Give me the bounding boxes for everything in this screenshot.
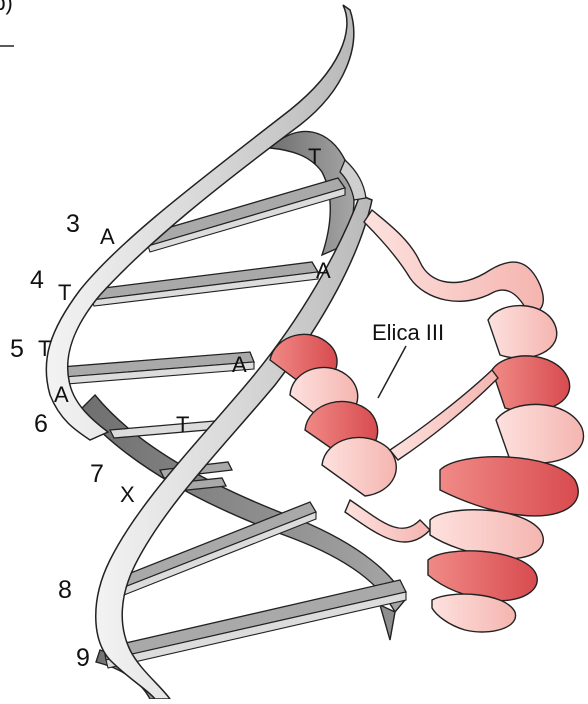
base-front-4: T: [58, 280, 71, 305]
base-front-6: A: [54, 382, 69, 407]
position-8: 8: [58, 576, 72, 604]
protein-loop-top: [364, 210, 543, 313]
back-strand-right-tail: [380, 605, 395, 640]
helix-right-coil-3: [496, 404, 583, 463]
position-7: 7: [90, 460, 104, 488]
base-pair-9: [104, 580, 406, 660]
helix-label: Elica III: [372, 320, 444, 345]
position-4: 4: [30, 266, 44, 294]
base-pair-9-side: [106, 592, 406, 668]
panel-label: (b): [0, 0, 13, 15]
position-9: 9: [76, 644, 90, 672]
helix-iii-coil-4: [322, 437, 396, 496]
position-6: 6: [34, 410, 48, 438]
base-back-6: T: [176, 412, 189, 437]
position-5: 5: [10, 335, 24, 363]
helix-right-coil-1: [488, 306, 557, 359]
protein-connector: [390, 370, 498, 460]
helix-right-coil-4: [440, 457, 578, 516]
base-front-7: X: [120, 482, 135, 507]
base-front-3: A: [100, 224, 115, 249]
helix-right-coil-2: [492, 356, 570, 411]
helix-label-leader: [378, 346, 406, 398]
base-back-4: A: [316, 258, 331, 283]
base-back-3: T: [308, 144, 321, 169]
base-front-5: T: [38, 336, 51, 361]
base-back-5: A: [232, 352, 247, 377]
helix-iii-tail: [345, 500, 430, 542]
position-3: 3: [66, 210, 80, 238]
